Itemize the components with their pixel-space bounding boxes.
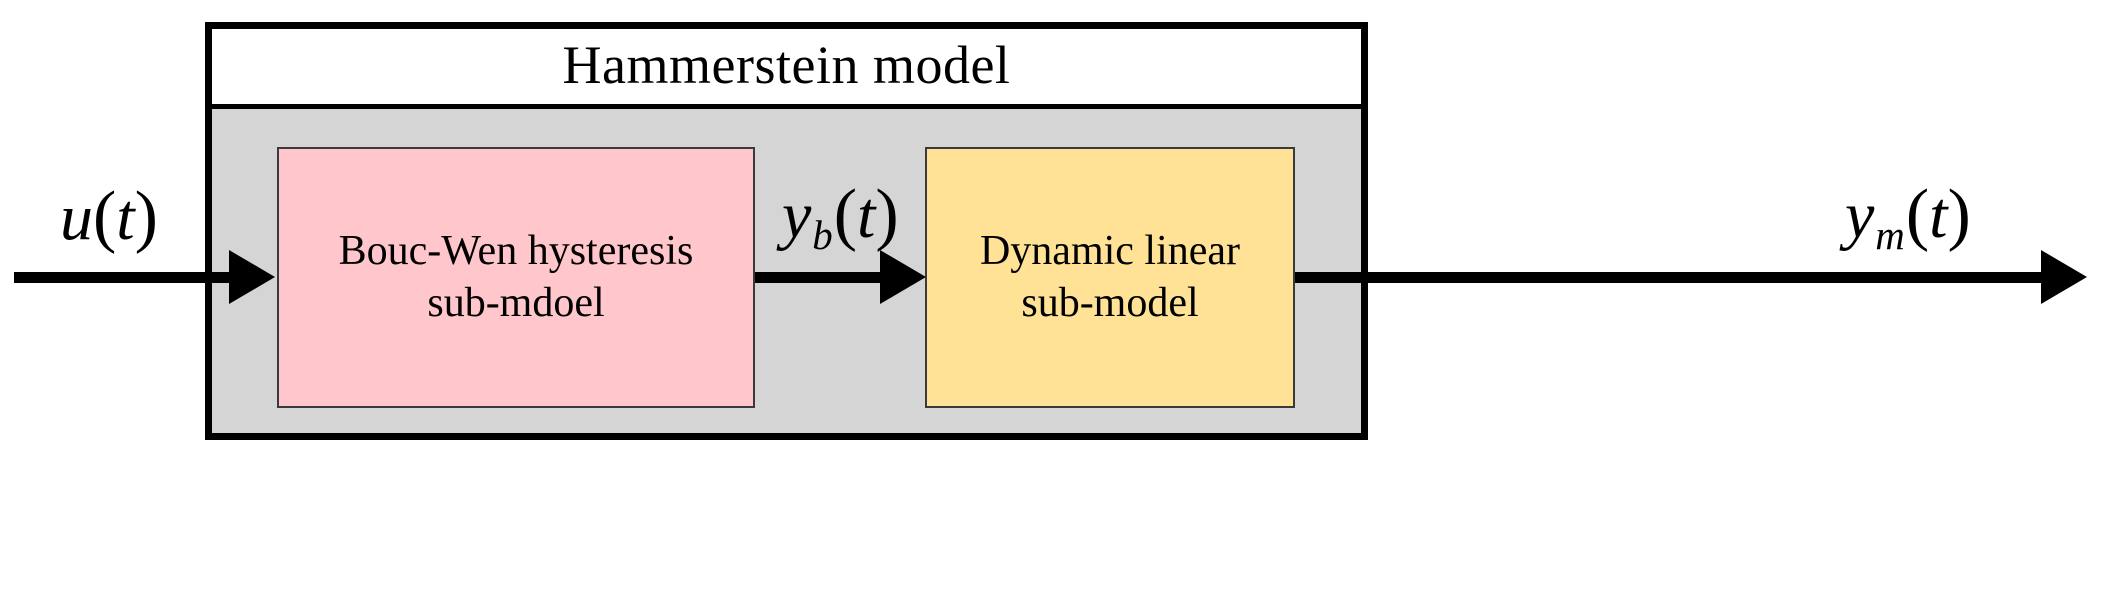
signal-input-arg: t [116,181,135,254]
block-bouc-wen-hysteresis: Bouc-Wen hysteresis sub-mdoel [277,147,755,408]
signal-output-arg: t [1929,179,1948,252]
signal-label-intermediate: yb(t) [782,180,899,257]
signal-input-close-paren: ) [134,178,158,255]
signal-intermediate-subscript: b [812,213,833,259]
block-dynamic-linear: Dynamic linear sub-model [925,147,1295,408]
signal-intermediate-close-paren: ) [875,176,899,253]
signal-intermediate-arg: t [857,179,876,252]
signal-intermediate-open-paren: ( [833,176,858,253]
signal-intermediate-base: y [782,179,812,252]
signal-input-base: u [60,181,93,254]
intermediate-arrow-head [880,250,926,304]
signal-output-base: y [1845,179,1875,252]
hammerstein-model-title: Hammerstein model [562,34,1011,95]
block-bouc-wen-line1: Bouc-Wen hysteresis [338,228,694,275]
signal-input-open-paren: ( [93,178,117,255]
intermediate-arrow-shaft [755,272,880,283]
block-dynamic-linear-line2: sub-model [1021,279,1199,326]
block-bouc-wen-line2: sub-mdoel [427,279,605,326]
input-arrow-shaft [14,272,229,283]
block-dynamic-linear-line1: Dynamic linear [979,228,1241,275]
signal-output-subscript: m [1875,213,1905,259]
output-arrow-shaft [1295,272,2041,283]
title-divider [212,104,1361,109]
input-arrow-head [229,250,275,304]
signal-label-input: u(t) [60,182,158,252]
output-arrow-head [2041,250,2087,304]
signal-label-output: ym(t) [1845,180,1971,257]
signal-output-open-paren: ( [1905,176,1930,253]
signal-output-close-paren: ) [1947,176,1971,253]
